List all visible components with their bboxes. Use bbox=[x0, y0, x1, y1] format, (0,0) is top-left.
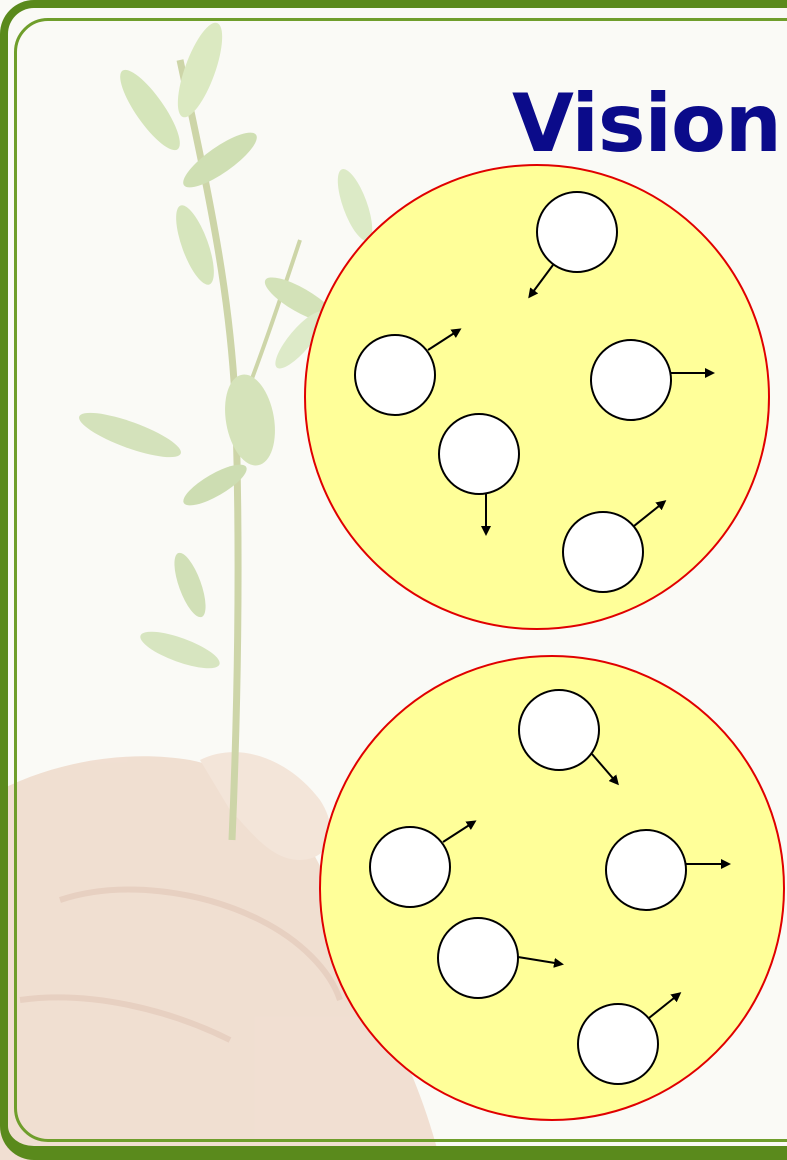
node-circle bbox=[563, 512, 643, 592]
node-circle bbox=[519, 690, 599, 770]
node-circle bbox=[355, 335, 435, 415]
node-circle bbox=[439, 414, 519, 494]
group-top bbox=[305, 165, 769, 629]
node-circle bbox=[438, 918, 518, 998]
node-circle bbox=[606, 830, 686, 910]
node-circle bbox=[537, 192, 617, 272]
group-bottom bbox=[320, 656, 784, 1120]
node-circle bbox=[591, 340, 671, 420]
node-circle bbox=[370, 827, 450, 907]
node-circle bbox=[578, 1004, 658, 1084]
